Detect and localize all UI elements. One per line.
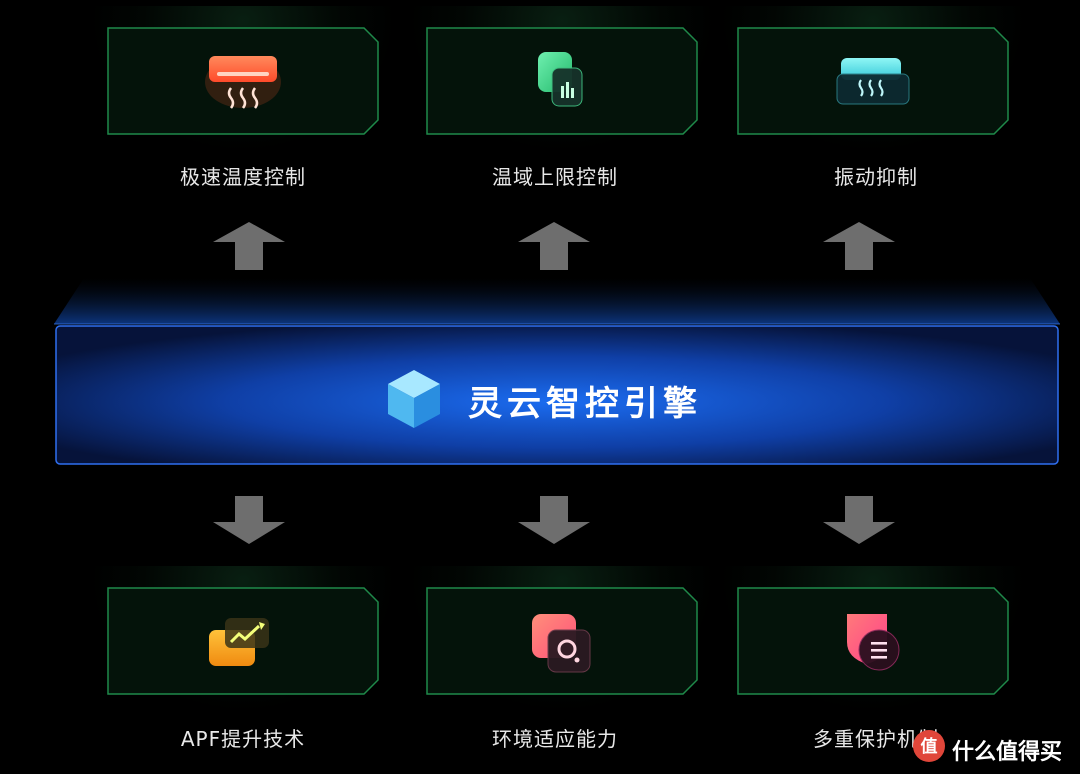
feature-label-bottom-2: 环境适应能力 bbox=[492, 727, 618, 751]
feature-label-top-1: 极速温度控制 bbox=[180, 165, 306, 189]
feature-label-top-3: 振动抑制 bbox=[834, 165, 918, 189]
arrow-down-icon bbox=[518, 496, 590, 544]
search-card-icon bbox=[532, 614, 591, 673]
trend-up-icon bbox=[209, 618, 269, 666]
feature-card-top-1 bbox=[88, 6, 398, 154]
arrow-up-icon bbox=[213, 222, 285, 270]
feature-label-bottom-1: APF提升技术 bbox=[180, 727, 306, 751]
ac-cool-icon bbox=[836, 58, 910, 105]
watermark-text: 什么值得买 bbox=[952, 740, 1063, 765]
ac-heat-icon bbox=[205, 56, 281, 109]
engine-slab bbox=[54, 278, 1060, 465]
svg-text:值: 值 bbox=[921, 736, 938, 757]
feature-card-top-2 bbox=[407, 6, 717, 154]
watermark: 值 什么值得买 bbox=[912, 729, 1072, 765]
arrow-up-icon bbox=[518, 222, 590, 270]
zhi-logo-icon: 值 bbox=[913, 730, 945, 762]
feature-label-top-2: 温域上限控制 bbox=[492, 165, 618, 189]
arrow-down-icon bbox=[213, 496, 285, 544]
arrow-up-icon bbox=[823, 222, 895, 270]
feature-card-bottom-1 bbox=[88, 566, 398, 714]
feature-card-bottom-2 bbox=[407, 566, 717, 714]
feature-card-bottom-3 bbox=[718, 566, 1028, 714]
feature-card-top-3 bbox=[718, 6, 1028, 154]
arrow-down-icon bbox=[823, 496, 895, 544]
engine-title: 灵云智控引擎 bbox=[468, 384, 702, 424]
chart-card-icon bbox=[538, 52, 583, 107]
cube-icon bbox=[388, 370, 440, 428]
shield-list-icon bbox=[847, 614, 900, 671]
